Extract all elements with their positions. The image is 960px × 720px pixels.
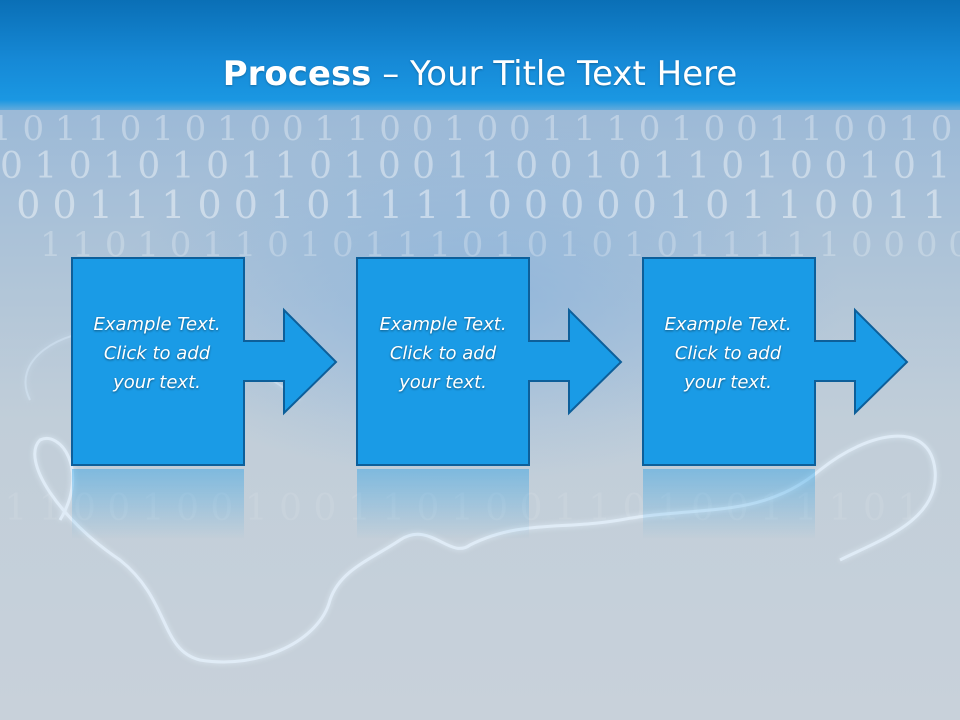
binary-row: 1 0 1 1 0 1 0 1 0 0 1 1 0 0 1 0 0 1 1 1 … bbox=[0, 109, 960, 149]
step-2-box[interactable] bbox=[356, 257, 530, 466]
title-rest: – Your Title Text Here bbox=[371, 54, 738, 94]
step-seam bbox=[242, 342, 247, 380]
title-bold: Process bbox=[222, 54, 372, 94]
step-3-box[interactable] bbox=[642, 257, 816, 466]
step-reflection bbox=[357, 469, 529, 539]
step-reflection bbox=[643, 469, 815, 539]
binary-row: 1 0 0 1 1 1 0 0 1 0 1 1 1 1 0 0 0 0 0 1 … bbox=[0, 183, 960, 227]
step-1-text[interactable]: Example Text. Click to add your text. bbox=[93, 314, 221, 393]
step-1-box[interactable] bbox=[71, 257, 245, 466]
slide-title[interactable]: Process – Your Title Text Here bbox=[0, 52, 960, 96]
step-2-arrow[interactable] bbox=[526, 307, 623, 416]
step-reflection bbox=[72, 469, 244, 539]
title-bar bbox=[0, 0, 960, 110]
step-1-arrow[interactable] bbox=[241, 307, 338, 416]
step-3-arrow[interactable] bbox=[812, 307, 909, 416]
step-2-text[interactable]: Example Text. Click to add your text. bbox=[379, 314, 507, 393]
step-seam bbox=[813, 342, 818, 380]
step-seam bbox=[527, 342, 532, 380]
step-3-text[interactable]: Example Text. Click to add your text. bbox=[664, 314, 792, 393]
binary-row: 0 1 0 1 0 1 0 1 1 0 1 0 0 1 1 0 0 1 0 1 … bbox=[0, 146, 960, 187]
